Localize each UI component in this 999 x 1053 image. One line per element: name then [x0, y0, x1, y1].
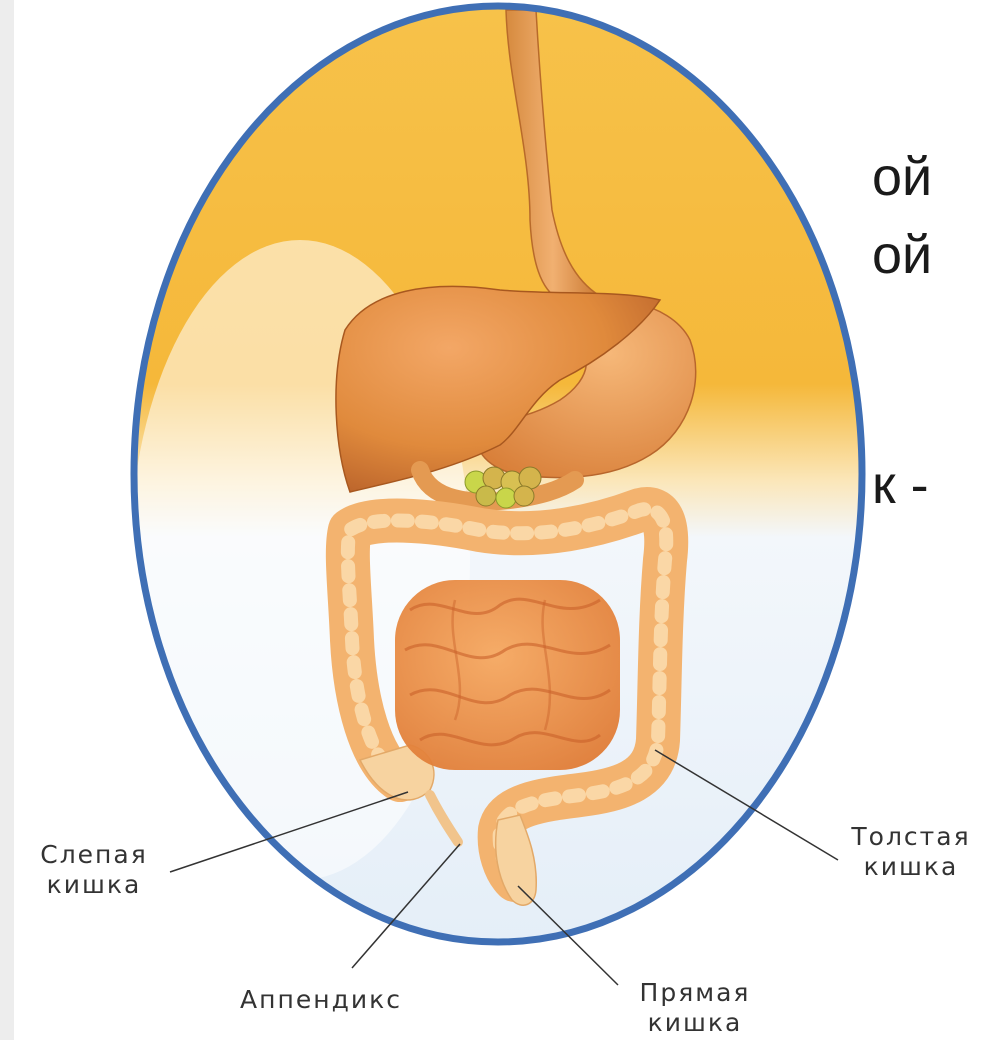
appendix-label: Аппендикс	[226, 985, 416, 1015]
rectum-label-line-1: Прямая	[620, 978, 770, 1008]
cecum-label-line-1: Слепая	[24, 840, 164, 870]
colon-label-line-1: Толстая	[836, 822, 986, 852]
colon-label-line-2: кишка	[836, 852, 986, 882]
rectum-label-line-2: кишка	[620, 1008, 770, 1038]
cecum-label-line-2: кишка	[24, 870, 164, 900]
rectum-label: Прямая кишка	[620, 978, 770, 1038]
small-intestine	[395, 580, 620, 770]
appendix-label-line-1: Аппендикс	[226, 985, 416, 1015]
colon-label: Толстая кишка	[836, 822, 986, 882]
cecum-label: Слепая кишка	[24, 840, 164, 900]
